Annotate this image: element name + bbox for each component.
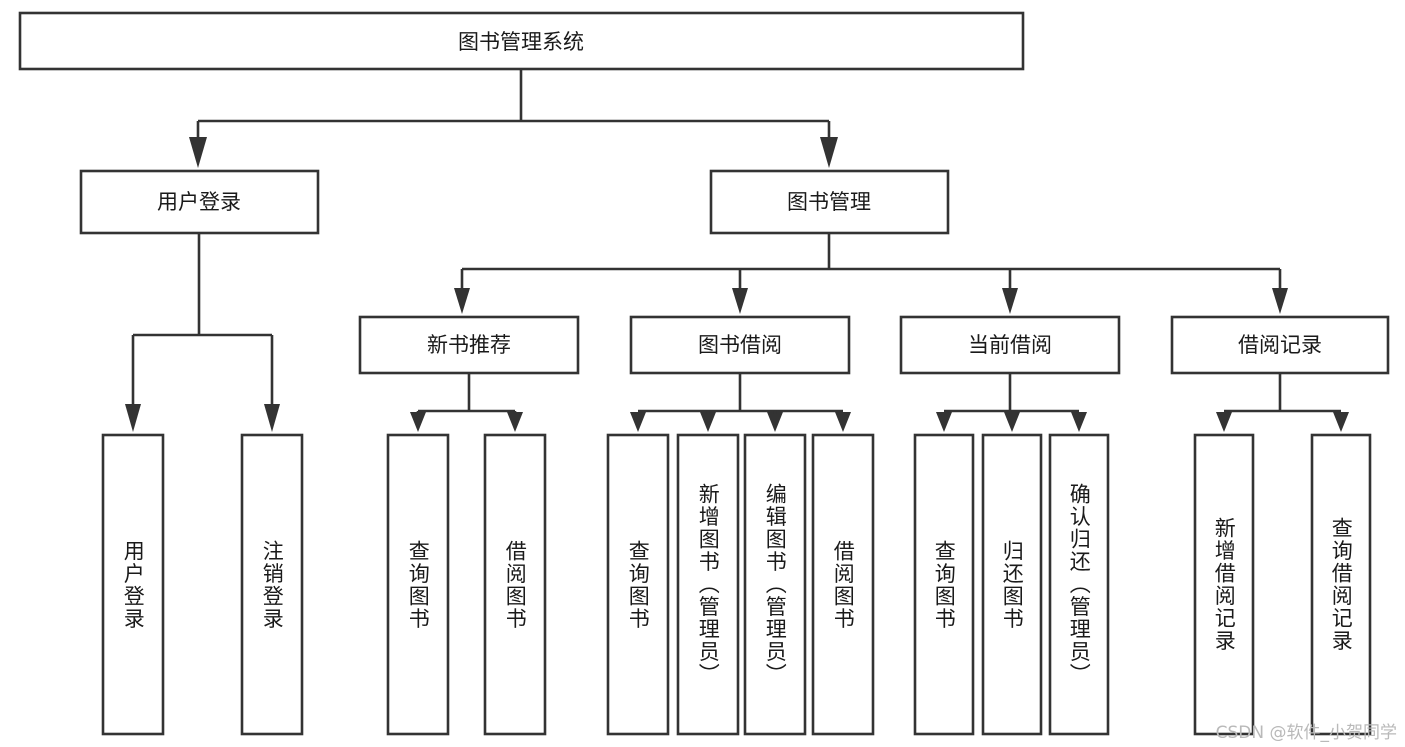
leaf-query-record-box[interactable] xyxy=(1310,433,1372,736)
arrow-bb-to-borrow-book xyxy=(835,412,851,432)
arrow-user-login-to-leaf-2 xyxy=(264,404,280,432)
arrow-root-to-user-login xyxy=(189,137,207,168)
arrow-user-login-to-leaf-1 xyxy=(125,404,141,432)
node-user-login-label: 用户登录 xyxy=(157,190,241,214)
arrow-root-to-book-manage xyxy=(820,137,838,168)
arrow-bm-to-borrow-record xyxy=(1272,288,1288,314)
arrow-bm-to-current-borrow xyxy=(1002,288,1018,314)
node-borrow-record-box[interactable] xyxy=(1170,315,1390,375)
leaf-query-book-2-box[interactable] xyxy=(606,433,670,736)
leaf-borrow-book-1-box[interactable] xyxy=(483,433,547,736)
leaf-add-book-box[interactable] xyxy=(676,433,740,736)
node-new-book-rec-label: 新书推荐 xyxy=(427,333,511,357)
leaf-add-record-box[interactable] xyxy=(1193,433,1255,736)
node-root-box[interactable] xyxy=(18,11,1025,71)
leaf-user-login-box[interactable] xyxy=(101,433,165,736)
node-current-borrow-box[interactable] xyxy=(899,315,1121,375)
arrow-cb-to-query-book xyxy=(936,412,952,432)
node-book-manage-label: 图书管理 xyxy=(787,190,871,214)
node-book-borrow-box[interactable] xyxy=(629,315,851,375)
arrow-cb-to-return-book xyxy=(1004,412,1020,432)
arrow-bm-to-book-borrow xyxy=(732,288,748,314)
leaf-borrow-book-2-box[interactable] xyxy=(811,433,875,736)
leaf-return-book-box[interactable] xyxy=(981,433,1043,736)
node-current-borrow-label: 当前借阅 xyxy=(968,333,1052,357)
node-borrow-record-label: 借阅记录 xyxy=(1238,333,1322,357)
arrow-br-to-add-record xyxy=(1216,412,1232,432)
leaf-query-book-1-box[interactable] xyxy=(386,433,450,736)
arrow-nbr-to-query-book xyxy=(410,412,426,432)
arrow-cb-to-confirm-return xyxy=(1071,412,1087,432)
node-new-book-rec-box[interactable] xyxy=(358,315,580,375)
arrow-nbr-to-borrow-book xyxy=(507,412,523,432)
node-book-manage-box[interactable] xyxy=(709,169,950,235)
arrow-bb-to-query-book xyxy=(630,412,646,432)
leaf-confirm-return-box[interactable] xyxy=(1048,433,1110,736)
arrow-bb-to-add-book xyxy=(700,412,716,432)
arrow-bb-to-edit-book xyxy=(767,412,783,432)
arrow-br-to-query-record xyxy=(1333,412,1349,432)
arrow-bm-to-new-book-rec xyxy=(454,288,470,314)
leaf-edit-book-box[interactable] xyxy=(743,433,807,736)
csdn-watermark: CSDN @软件_小贺同学 xyxy=(1215,723,1397,743)
leaf-logout-box[interactable] xyxy=(240,433,304,736)
leaf-query-book-3-box[interactable] xyxy=(913,433,975,736)
node-root-label: 图书管理系统 xyxy=(458,30,584,54)
node-book-borrow-label: 图书借阅 xyxy=(698,333,782,357)
